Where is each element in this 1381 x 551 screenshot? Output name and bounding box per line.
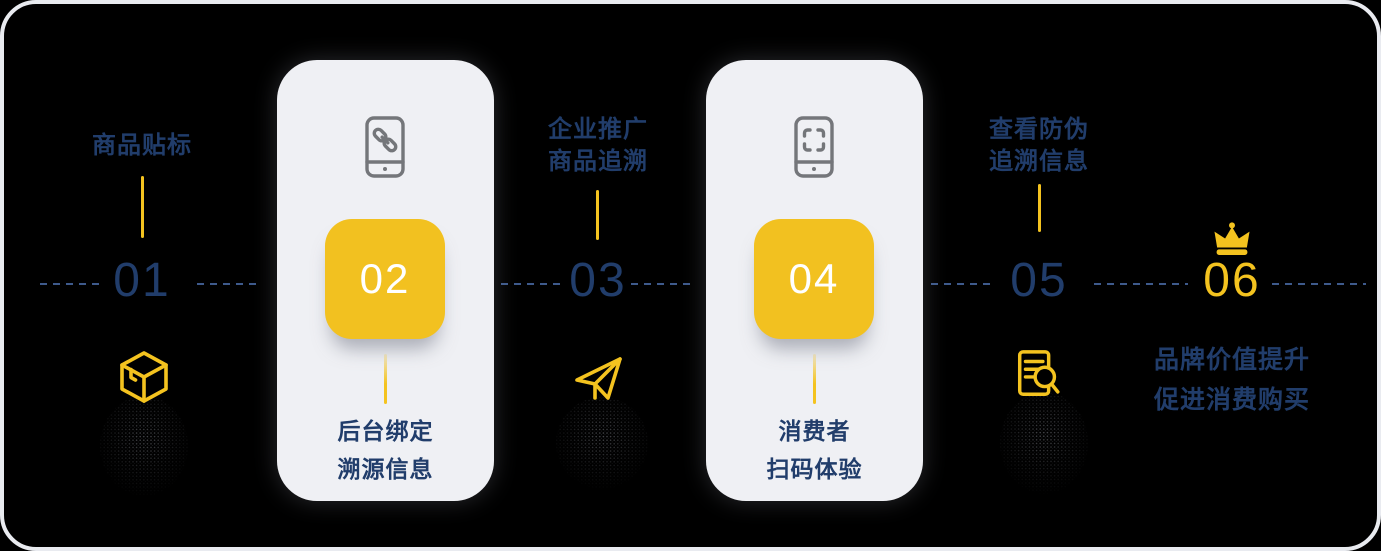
- step-01-label: 商品贴标: [32, 130, 252, 162]
- step-01-label-line: 商品贴标: [92, 132, 192, 159]
- box-icon: [120, 351, 168, 403]
- step-04-number-badge: 04: [754, 219, 874, 339]
- step-03-number: 03: [569, 254, 627, 307]
- step-02-label-line1: 后台绑定: [337, 418, 434, 444]
- step-02-number-badge: 02: [325, 219, 445, 339]
- document-search-icon: [1017, 350, 1060, 397]
- connector-dash: [631, 283, 693, 285]
- crown-icon: [1214, 222, 1250, 255]
- phone-link-icon: [365, 116, 405, 178]
- step-02-label-line2: 溯源信息: [337, 456, 434, 482]
- step-06-number: 06: [1203, 254, 1261, 307]
- step-01-number: 01: [113, 254, 171, 307]
- connector-dash: [1094, 283, 1188, 285]
- step-02-label: 后台绑定 溯源信息: [277, 412, 494, 488]
- step-03-label: 企业推广 商品追溯: [488, 114, 708, 178]
- step-04-label-line2: 扫码体验: [766, 456, 863, 482]
- grain-shadow: [998, 392, 1090, 496]
- connector-dash: [40, 283, 102, 285]
- step-04-card: 04 消费者 扫码体验: [706, 60, 923, 501]
- step-04-connector-line: [813, 354, 816, 404]
- grain-shadow: [98, 396, 190, 498]
- connector-dash: [931, 283, 993, 285]
- step-02-card: 02 后台绑定 溯源信息: [277, 60, 494, 501]
- step-03-label-line1: 企业推广: [548, 116, 648, 143]
- step-04-label: 消费者 扫码体验: [706, 412, 923, 488]
- step-03-label-line2: 商品追溯: [548, 148, 648, 175]
- step-05-number: 05: [1010, 254, 1068, 307]
- step-06-label-line2: 促进消费购买: [1153, 386, 1310, 414]
- step-02-connector-line: [384, 354, 387, 404]
- step-02-number: 02: [359, 255, 411, 302]
- step-04-label-line1: 消费者: [778, 418, 851, 444]
- step-06-label-line1: 品牌价值提升: [1153, 346, 1310, 374]
- step-04-number: 04: [788, 255, 840, 302]
- step-05-label-line2: 追溯信息: [989, 148, 1089, 175]
- step-05-connector-line: [1038, 184, 1041, 232]
- paper-plane-icon: [575, 357, 622, 400]
- phone-scan-icon: [794, 116, 834, 178]
- step-05-label-line1: 查看防伪: [989, 116, 1089, 143]
- grain-shadow: [554, 396, 650, 491]
- step-06-label: 品牌价值提升 促进消费购买: [1112, 340, 1352, 420]
- step-01-connector-line: [141, 176, 144, 238]
- step-05-label: 查看防伪 追溯信息: [929, 114, 1149, 178]
- connector-dash: [197, 283, 259, 285]
- connector-dash: [501, 283, 563, 285]
- connector-dash: [1272, 283, 1366, 285]
- step-03-connector-line: [596, 190, 599, 240]
